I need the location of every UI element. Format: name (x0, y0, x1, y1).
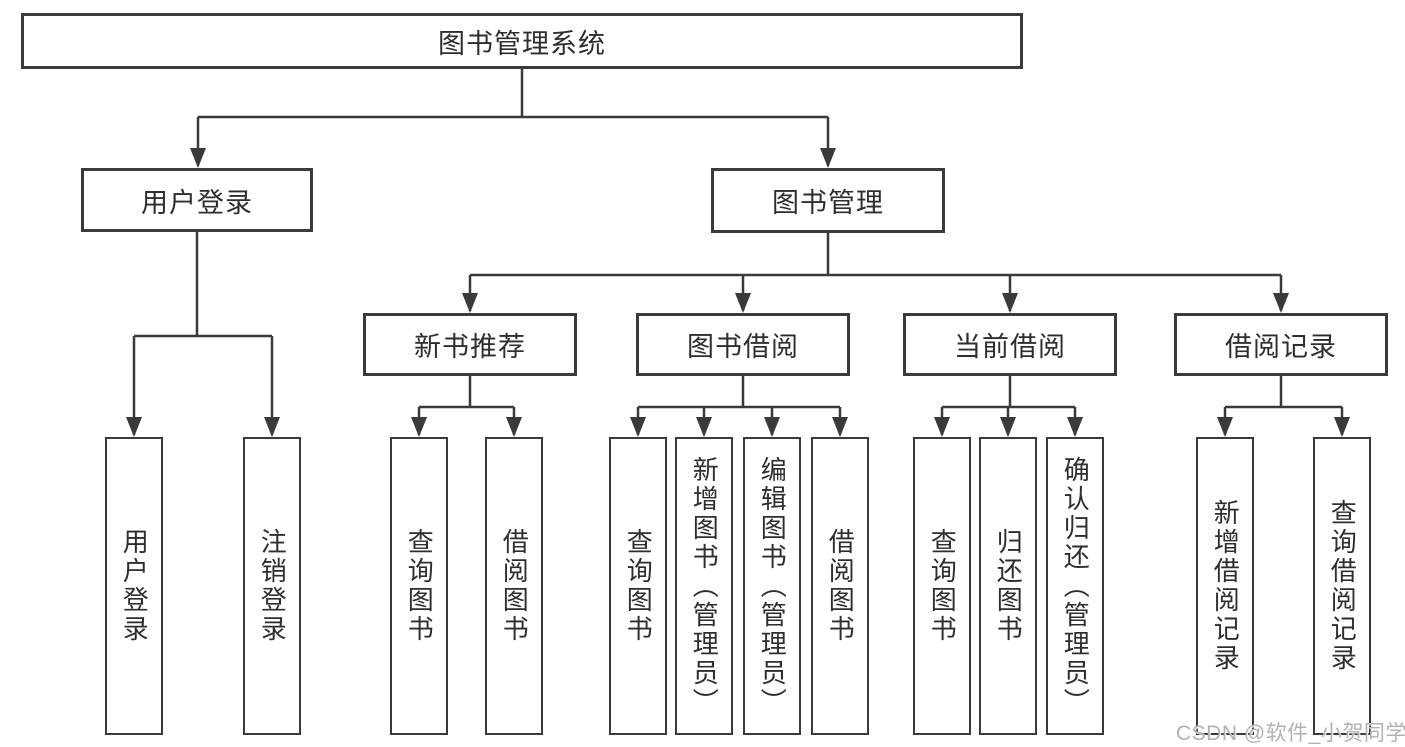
leaf-add-books-admin: 新增图书（管理员） (675, 437, 733, 735)
connector-newbook-to-leaves (417, 376, 516, 435)
leaf-label: 归还图书 (993, 528, 1024, 644)
leaf-edit-books-admin: 编辑图书（管理员） (743, 437, 801, 735)
arrowhead (934, 417, 950, 437)
leaf-query-borrow-record: 查询借阅记录 (1313, 437, 1371, 735)
arrowhead (1217, 417, 1233, 437)
node-book-management: 图书管理 (711, 168, 945, 233)
leaf-logout: 注销登录 (243, 437, 301, 735)
leaf-return-books: 归还图书 (979, 437, 1037, 735)
leaf-label: 查询借阅记录 (1327, 499, 1358, 673)
leaf-query-books-borrow: 查询图书 (609, 437, 667, 735)
leaf-label: 查询图书 (623, 528, 654, 644)
node-borrowing-records: 借阅记录 (1174, 313, 1388, 376)
arrowhead (462, 293, 478, 313)
leaf-label: 查询图书 (927, 528, 958, 644)
node-new-book-recommendation: 新书推荐 (363, 313, 577, 376)
arrowhead (832, 417, 848, 437)
arrowhead (1334, 417, 1350, 437)
leaf-borrow-books-recommend: 借阅图书 (485, 437, 543, 735)
leaf-confirm-return-admin: 确认归还（管理员） (1046, 437, 1104, 735)
arrowhead (506, 417, 522, 437)
node-root-library-management-system: 图书管理系统 (21, 13, 1023, 69)
leaf-label: 用户登录 (119, 528, 150, 644)
leaf-label: 新增借阅记录 (1210, 499, 1241, 673)
leaf-query-books-recommend: 查询图书 (390, 437, 448, 735)
arrowhead (1273, 293, 1289, 313)
arrowhead (696, 417, 712, 437)
leaf-label: 确认归还（管理员） (1060, 455, 1091, 717)
arrowheads (126, 148, 1350, 437)
leaf-label: 注销登录 (257, 528, 288, 644)
arrowhead (820, 148, 836, 168)
node-user-login: 用户登录 (81, 168, 313, 232)
arrowhead (1002, 293, 1018, 313)
leaf-add-borrow-record: 新增借阅记录 (1196, 437, 1254, 735)
arrowhead (1000, 417, 1016, 437)
leaf-label: 编辑图书（管理员） (757, 455, 788, 717)
leaf-query-books-current: 查询图书 (913, 437, 971, 735)
arrowhead (264, 417, 280, 437)
connector-bookmgmt-to-level3 (468, 233, 1283, 311)
leaf-label: 查询图书 (404, 528, 435, 644)
leaf-user-login: 用户登录 (105, 437, 163, 735)
leaf-borrow-books: 借阅图书 (811, 437, 869, 735)
arrowhead (126, 417, 142, 437)
connector-bookborrow-to-leaves (636, 376, 842, 435)
node-book-borrowing: 图书借阅 (636, 313, 850, 376)
arrowhead (630, 417, 646, 437)
arrowhead (411, 417, 427, 437)
node-current-borrowing: 当前借阅 (903, 313, 1117, 376)
connector-borrowrecords-to-leaves (1223, 376, 1344, 435)
leaf-label: 借阅图书 (825, 528, 856, 644)
arrowhead (190, 148, 206, 168)
connector-userlogin-to-leaves (132, 232, 274, 435)
leaf-label: 借阅图书 (499, 528, 530, 644)
arrowhead (1067, 417, 1083, 437)
connector-root-to-level2 (196, 69, 830, 166)
arrowhead (735, 293, 751, 313)
arrowhead (764, 417, 780, 437)
csdn-watermark: CSDN @软件_小贺同学 (1176, 722, 1405, 745)
leaf-label: 新增图书（管理员） (689, 455, 720, 717)
